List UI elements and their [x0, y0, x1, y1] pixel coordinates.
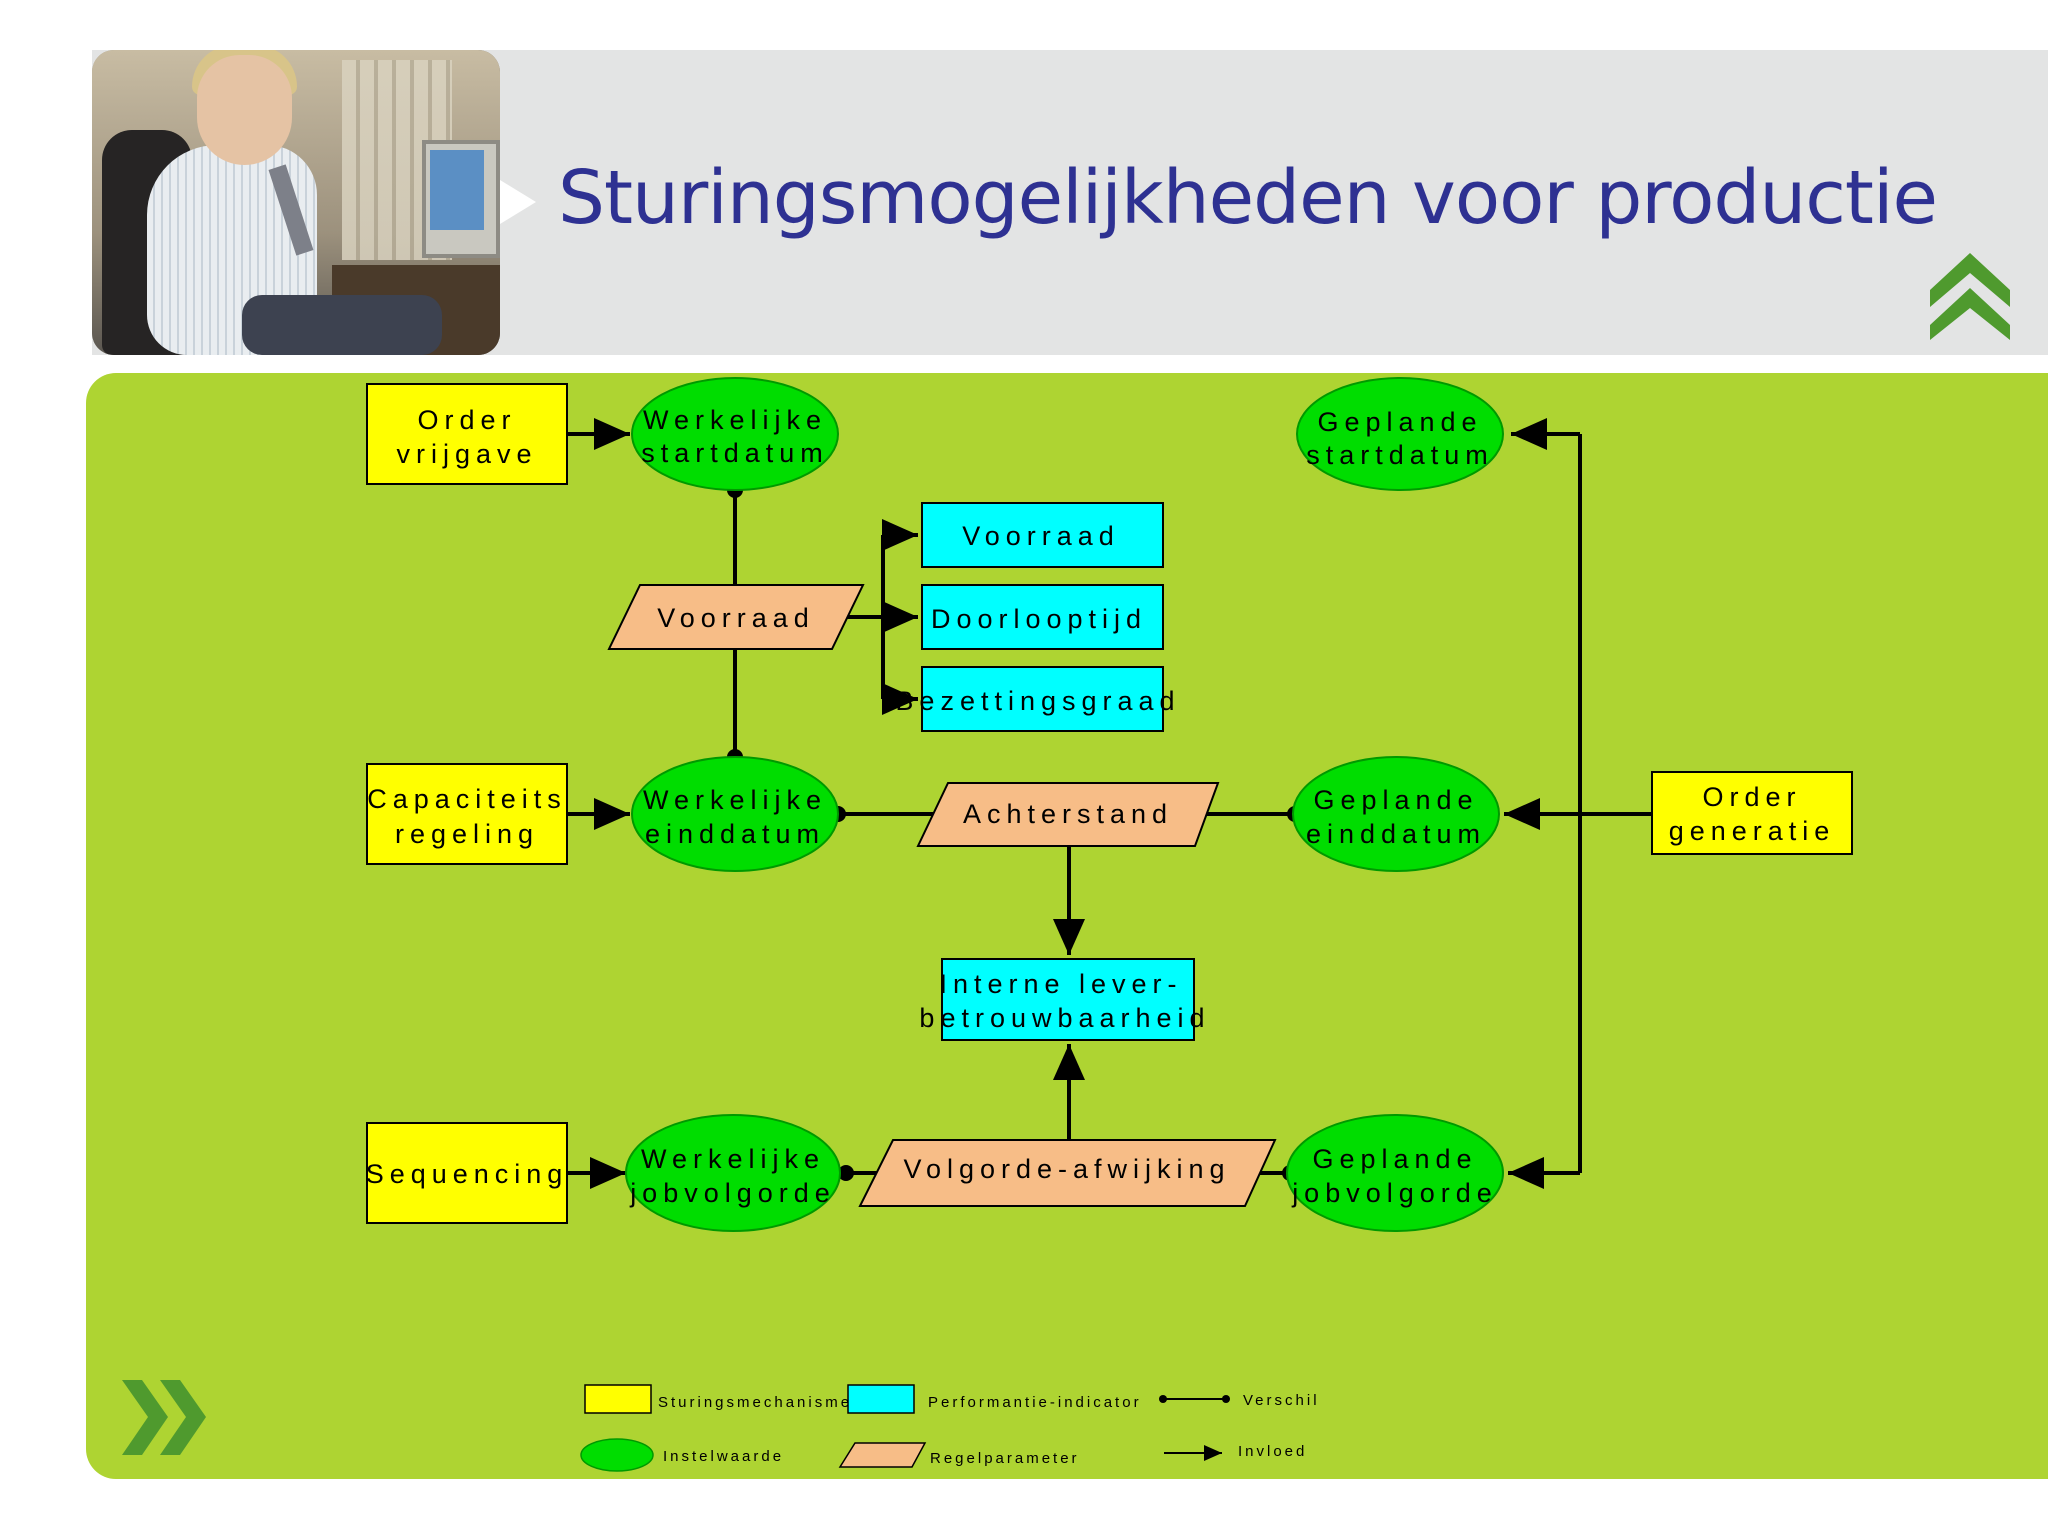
kpi-voorraad-box: Voorraad	[921, 502, 1164, 568]
svg-text:Invloed: Invloed	[1238, 1443, 1307, 1460]
legend-regelparameter: Regelparameter	[838, 1442, 1080, 1468]
svg-text:Achterstand: Achterstand	[963, 799, 1173, 829]
svg-text:Geplande: Geplande	[1317, 407, 1482, 437]
legend-performantie-indicator: Performantie-indicator	[847, 1384, 1142, 1414]
interne-leverbetrouwbaarheid-box: Interne lever- betrouwbaarheid	[919, 958, 1210, 1041]
legend-verschil: Verschil	[1159, 1392, 1320, 1409]
svg-text:Voorraad: Voorraad	[962, 521, 1120, 551]
kpi-bezettingsgraad-box: Bezettingsgraad	[895, 666, 1180, 732]
svg-text:generatie: generatie	[1669, 816, 1836, 846]
volgorde-afwijking-parameter: Volgorde-afwijking	[858, 1139, 1277, 1207]
legend-invloed: Invloed	[1164, 1443, 1307, 1461]
svg-text:regeling: regeling	[395, 819, 539, 849]
header-pointer	[500, 180, 536, 224]
chevron-up-icon	[1930, 253, 2010, 340]
diagram-legend: Sturingsmechanisme Performantie-indicato…	[580, 1384, 1320, 1472]
geplande-startdatum-node: Geplande startdatum	[1296, 377, 1504, 491]
svg-text:Instelwaarde: Instelwaarde	[663, 1448, 784, 1465]
svg-text:Werkelijke: Werkelijke	[641, 1144, 825, 1174]
page-title: Sturingsmogelijkheden voor productie	[558, 155, 1938, 241]
chevron-right-icon	[122, 1380, 206, 1455]
svg-text:Regelparameter: Regelparameter	[930, 1450, 1080, 1467]
kpi-doorlooptijd-box: Doorlooptijd	[921, 584, 1164, 650]
werkelijke-jobvolgorde-node: Werkelijke jobvolgorde	[625, 1114, 841, 1232]
svg-text:Sturingsmechanisme: Sturingsmechanisme	[658, 1394, 852, 1411]
order-generatie-box: Order generatie	[1651, 771, 1853, 855]
capaciteits-regeling-box: Capaciteits regeling	[366, 763, 568, 865]
werkelijke-startdatum-node: Werkelijke startdatum	[631, 377, 839, 491]
svg-text:Werkelijke: Werkelijke	[643, 405, 827, 435]
svg-text:vrijgave: vrijgave	[396, 439, 537, 469]
voorraad-parameter: Voorraad	[607, 584, 865, 650]
header-photo	[92, 50, 500, 355]
sequencing-box: Sequencing	[366, 1122, 569, 1224]
svg-text:Voorraad: Voorraad	[657, 603, 815, 633]
svg-text:startdatum: startdatum	[1306, 440, 1494, 470]
svg-text:Volgorde-afwijking: Volgorde-afwijking	[903, 1154, 1230, 1184]
svg-text:einddatum: einddatum	[1306, 819, 1486, 849]
svg-text:Sequencing: Sequencing	[366, 1159, 569, 1189]
svg-text:startdatum: startdatum	[641, 438, 829, 468]
svg-text:jobvolgorde: jobvolgorde	[1291, 1178, 1498, 1208]
svg-text:jobvolgorde: jobvolgorde	[629, 1178, 836, 1208]
svg-text:Performantie-indicator: Performantie-indicator	[928, 1394, 1142, 1411]
svg-text:Order: Order	[417, 405, 516, 435]
order-vrijgave-box: Order vrijgave	[366, 383, 568, 485]
svg-text:Order: Order	[1702, 782, 1801, 812]
geplande-einddatum-node: Geplande einddatum	[1292, 756, 1500, 872]
svg-text:Bezettingsgraad: Bezettingsgraad	[895, 686, 1180, 716]
legend-sturingsmechanisme: Sturingsmechanisme	[584, 1384, 852, 1414]
svg-text:betrouwbaarheid: betrouwbaarheid	[919, 1003, 1210, 1033]
geplande-jobvolgorde-node: Geplande jobvolgorde	[1286, 1114, 1504, 1232]
svg-text:Werkelijke: Werkelijke	[643, 785, 827, 815]
svg-text:Geplande: Geplande	[1312, 1144, 1477, 1174]
legend-instelwaarde: Instelwaarde	[580, 1438, 784, 1472]
svg-text:einddatum: einddatum	[645, 819, 825, 849]
svg-text:Geplande: Geplande	[1313, 785, 1478, 815]
svg-text:Interne lever-: Interne lever-	[939, 969, 1182, 999]
werkelijke-einddatum-node: Werkelijke einddatum	[631, 756, 839, 872]
svg-text:Capaciteits: Capaciteits	[367, 784, 567, 814]
achterstand-parameter: Achterstand	[916, 782, 1220, 847]
svg-text:Verschil: Verschil	[1243, 1392, 1320, 1409]
svg-text:Doorlooptijd: Doorlooptijd	[931, 604, 1147, 634]
